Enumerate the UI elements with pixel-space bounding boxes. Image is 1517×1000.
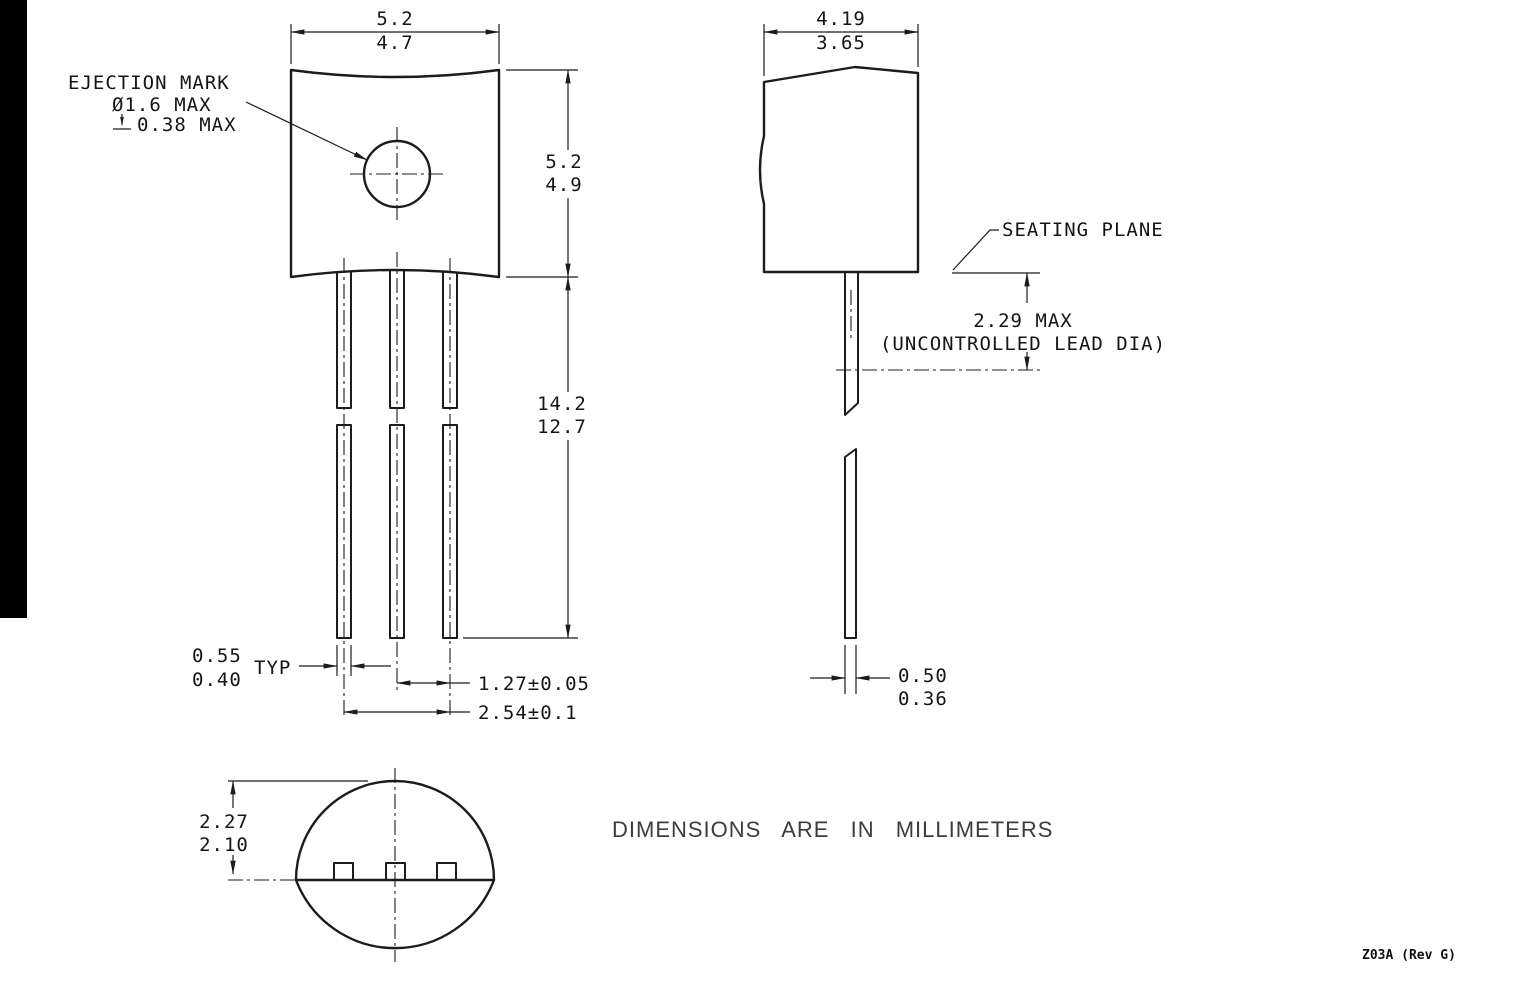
front-dim-lead-length: 14.2 12.7: [463, 276, 587, 639]
front-view: [289, 68, 501, 718]
side-body-outline: [758, 65, 920, 274]
front-dim-width: 5.2 4.7: [290, 8, 500, 64]
units-note: DIMENSIONS ARE IN MILLIMETERS: [612, 817, 1053, 842]
front-lead-mid-lower: [389, 424, 405, 639]
depth-symbol-icon: [113, 114, 131, 130]
dim-lead-width-min: 0.40: [192, 669, 242, 691]
dim-lead-width-max: 0.55: [192, 645, 242, 667]
bottom-view: [228, 768, 496, 962]
dim-offset-max: 2.27: [199, 811, 249, 833]
bottom-lead-left: [333, 862, 354, 881]
dim-lead-thick-max: 0.50: [898, 665, 948, 687]
bottom-dim-offset: 2.27 2.10: [199, 780, 368, 875]
front-lead-right-lower: [442, 424, 458, 639]
ejection-mark-centerlines: [350, 127, 444, 221]
dim-lead-length-max: 14.2: [537, 393, 587, 415]
side-view: [758, 65, 920, 639]
doc-ref: Z03A (Rev G): [1362, 948, 1456, 963]
dim-depth-max: 4.19: [816, 8, 866, 30]
lead-thickness-extension-lines: [844, 645, 857, 694]
seating-plane-leader: [952, 229, 999, 271]
dim-lead-width-typ: TYP: [254, 657, 291, 679]
side-dim-lead-thickness: 0.50 0.36: [810, 645, 948, 710]
ejection-leader-line: [245, 101, 368, 161]
seating-plane-label: SEATING PLANE: [1002, 219, 1164, 241]
front-dim-lead-width: 0.55 0.40 TYP: [192, 645, 391, 691]
ejection-mark-callout: EJECTION MARK Ø1.6 MAX 0.38 MAX: [68, 72, 368, 161]
side-dim-lead-dia: 2.29 MAX (UNCONTROLLED LEAD DIA): [836, 272, 1166, 371]
dim-lead-dia-line1: 2.29 MAX: [973, 310, 1073, 332]
dim-lead-pitch: 1.27±0.05: [478, 673, 590, 695]
side-lead-upper: [844, 272, 859, 416]
dim-front-width-max: 5.2: [376, 8, 413, 30]
dim-body-height-min: 4.9: [545, 174, 582, 196]
scan-artifact-bar: [0, 0, 27, 618]
front-dim-body-height: 5.2 4.9: [506, 69, 582, 278]
front-dim-lead-pitch: 1.27±0.05: [396, 673, 590, 695]
dim-body-height-max: 5.2: [545, 151, 582, 173]
dim-depth-min: 3.65: [816, 32, 866, 54]
dim-offset-min: 2.10: [199, 834, 249, 856]
dim-front-width-min: 4.7: [376, 32, 413, 54]
front-body-outline: [289, 68, 501, 279]
dim-lead-thick-min: 0.36: [898, 688, 948, 710]
bottom-lead-right: [436, 862, 457, 881]
bottom-view-centerlines: [228, 768, 396, 962]
side-dim-depth: 4.19 3.65: [763, 8, 919, 76]
lead-width-extension-lines: [336, 645, 352, 676]
side-lead-lower: [844, 448, 857, 639]
ejection-mark-diameter: Ø1.6 MAX: [112, 94, 212, 116]
dim-lead-dia-line2: (UNCONTROLLED LEAD DIA): [880, 333, 1166, 355]
front-lead-left-lower: [336, 424, 352, 639]
front-lead-centerlines: [343, 252, 451, 718]
dim-lead-span: 2.54±0.1: [478, 702, 578, 724]
dim-lead-length-min: 12.7: [537, 416, 587, 438]
ejection-mark-depth: 0.38 MAX: [137, 114, 237, 136]
ejection-mark-label: EJECTION MARK: [68, 72, 230, 94]
seating-plane-callout: SEATING PLANE: [952, 219, 1164, 271]
front-dim-lead-span: 2.54±0.1: [343, 702, 578, 724]
